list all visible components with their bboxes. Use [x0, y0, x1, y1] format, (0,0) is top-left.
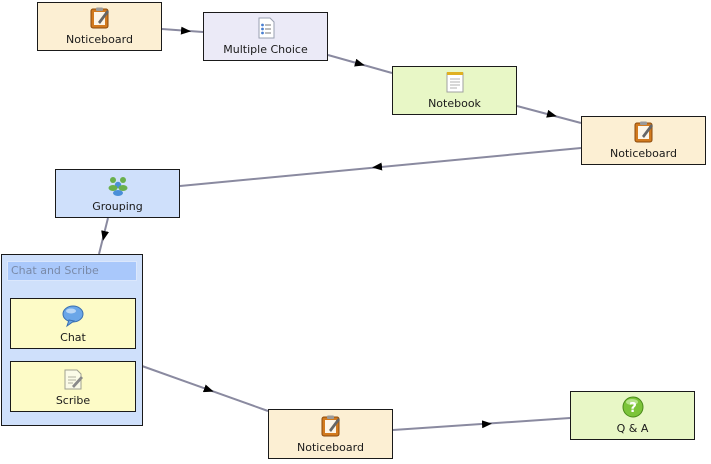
group-chat-and-scribe[interactable]: Chat and Scribe Chat Scribe — [1, 254, 143, 426]
node-label: Multiple Choice — [223, 43, 308, 56]
speech-bubble-icon — [62, 305, 84, 328]
noticeboard-icon — [321, 415, 340, 437]
node-label: Chat — [60, 331, 86, 344]
node-noticeboard-1[interactable]: Noticeboard — [37, 2, 162, 51]
node-label: Scribe — [55, 394, 91, 407]
node-chat[interactable]: Chat — [10, 298, 136, 349]
edge-notebook-to-noticeboard[interactable] — [516, 105, 582, 124]
pencil-page-icon — [64, 369, 83, 390]
node-notebook[interactable]: Notebook — [392, 66, 517, 115]
edge-noticeboard-to-multiple-choice[interactable] — [161, 26, 204, 35]
node-noticeboard-3[interactable]: Noticeboard — [268, 409, 393, 459]
node-label: Notebook — [428, 97, 481, 110]
node-scribe[interactable]: Scribe — [10, 361, 136, 412]
svg-text:?: ? — [629, 401, 637, 416]
checklist-icon — [258, 17, 274, 39]
node-label: Q & A — [616, 422, 649, 435]
edge-noticeboard-to-grouping[interactable] — [179, 147, 582, 187]
noticeboard-icon — [634, 121, 653, 143]
group-title[interactable]: Chat and Scribe — [7, 261, 137, 281]
node-label: Grouping — [92, 200, 143, 213]
node-noticeboard-2[interactable]: Noticeboard — [581, 116, 706, 165]
node-label: Noticeboard — [610, 147, 677, 160]
edge-multiple-choice-to-notebook[interactable] — [327, 54, 393, 74]
edge-noticeboard-to-q-and-a[interactable] — [392, 417, 571, 431]
node-grouping[interactable]: Grouping — [55, 169, 180, 218]
node-label: Noticeboard — [297, 441, 364, 454]
notebook-icon — [446, 72, 463, 93]
node-label: Noticeboard — [66, 33, 133, 46]
people-group-icon — [108, 177, 127, 196]
question-mark-icon: ? — [622, 396, 643, 418]
edge-chat-and-scribe-to-noticeboard[interactable] — [141, 365, 269, 412]
edge-grouping-to-chat-and-scribe[interactable] — [98, 217, 109, 255]
node-multiple-choice[interactable]: Multiple Choice — [203, 12, 328, 61]
node-q-and-a[interactable]: ? Q & A — [570, 391, 695, 440]
noticeboard-icon — [90, 7, 109, 29]
